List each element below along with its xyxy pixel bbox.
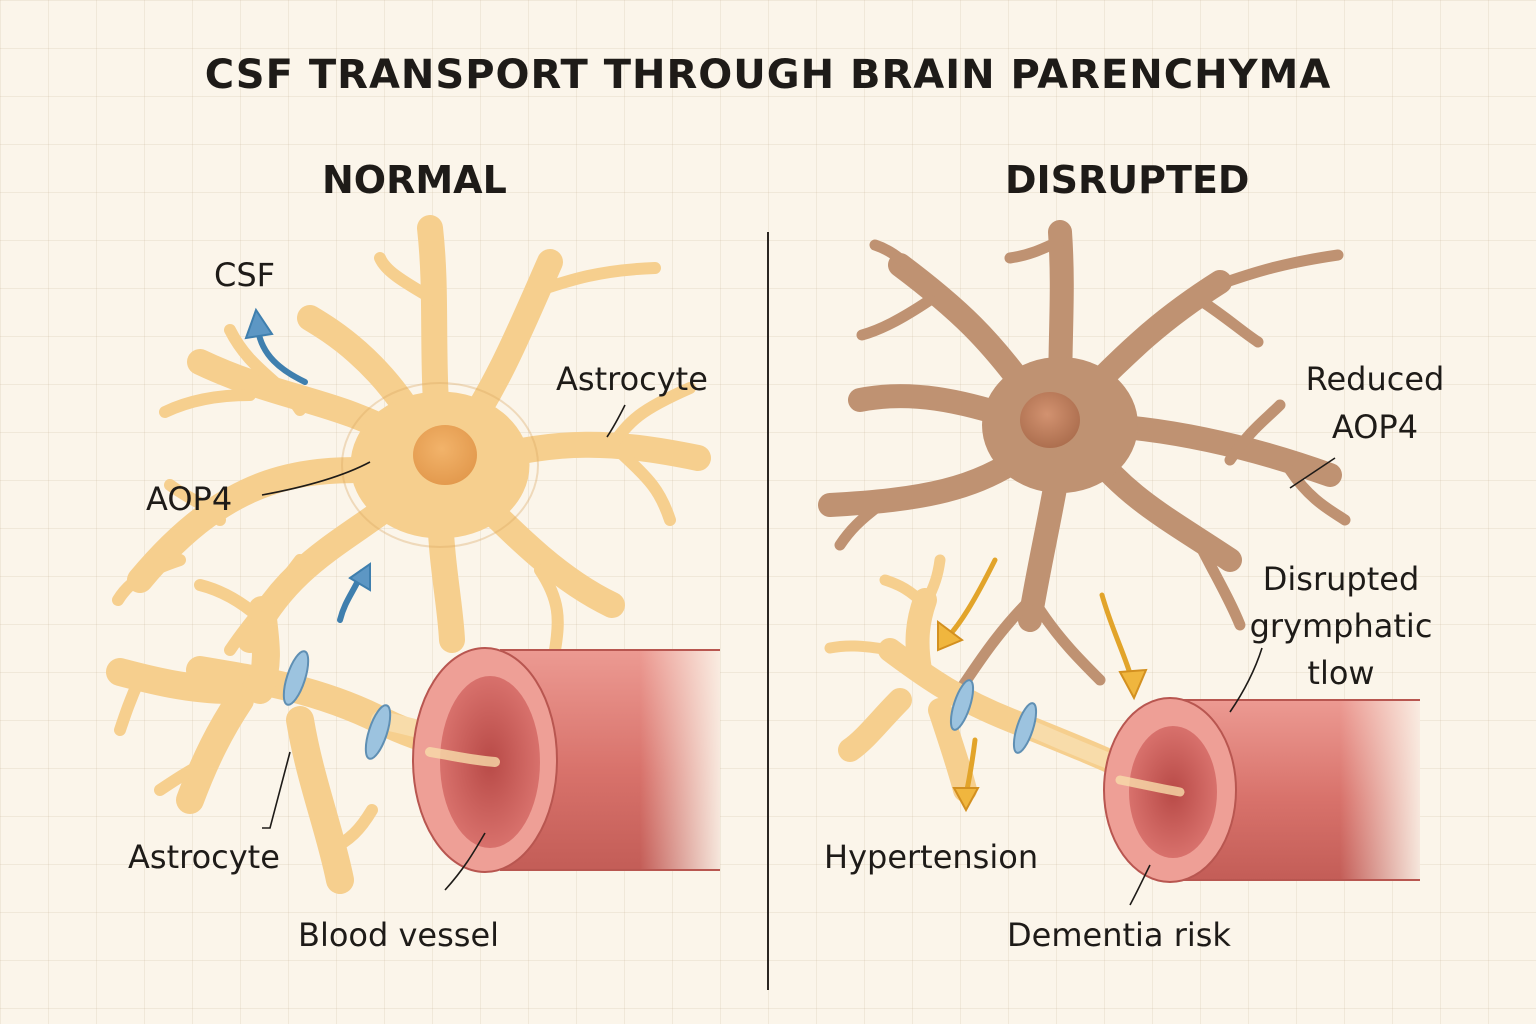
normal-csf-arrow-icon xyxy=(244,307,371,623)
label-csf: CSF xyxy=(214,256,276,294)
disrupted-panel-heading: DISRUPTED xyxy=(1005,158,1250,202)
disrupted-aqp4-channel-icon xyxy=(949,679,1038,754)
normal-astrocyte-icon xyxy=(112,215,711,656)
label-astrocyte-bottom: Astrocyte xyxy=(128,838,280,876)
disrupted-blood-vessel-icon xyxy=(1103,697,1420,883)
label-aop4: AOP4 xyxy=(146,480,233,518)
normal-panel-heading: NORMAL xyxy=(322,158,507,202)
label-blood-vessel: Blood vessel xyxy=(298,916,500,954)
normal-blood-vessel-icon xyxy=(412,647,720,873)
normal-nucleus-icon xyxy=(413,425,477,485)
page-title: CSF TRANSPORT THROUGH BRAIN PARENCHYMA xyxy=(204,52,1332,98)
label-disrupted-flow-line2: grymphatic xyxy=(1249,607,1433,645)
disrupted-leader-lines xyxy=(1129,457,1336,906)
diseased-astrocyte-icon xyxy=(818,220,1351,696)
label-reduced-aop4-line1: Reduced xyxy=(1305,360,1445,398)
label-reduced-aop4-line2: AOP4 xyxy=(1331,408,1419,446)
normal-aqp4-channel-icon xyxy=(282,650,392,760)
label-dementia-risk: Dementia risk xyxy=(1007,916,1231,954)
label-astrocyte-top: Astrocyte xyxy=(556,360,708,398)
disrupted-flow-arrow-icon xyxy=(937,557,1148,813)
label-disrupted-flow-line3: tlow xyxy=(1307,654,1375,692)
label-disrupted-flow-line1: Disrupted xyxy=(1262,560,1420,598)
label-hypertension: Hypertension xyxy=(824,838,1039,876)
diseased-nucleus-icon xyxy=(1020,392,1080,448)
normal-leader-lines xyxy=(261,404,626,891)
